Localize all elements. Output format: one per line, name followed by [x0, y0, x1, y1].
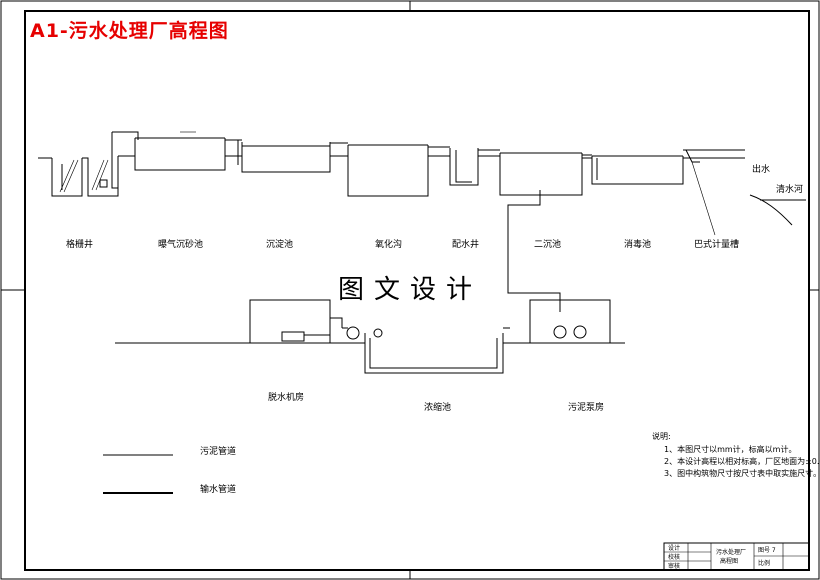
label-disinfection: 消毒池 — [624, 238, 651, 250]
label-primary-settling: 沉淀池 — [266, 238, 293, 250]
label-oxidation-ditch: 氧化沟 — [375, 238, 402, 250]
legend-water-label: 输水管道 — [200, 483, 236, 495]
titleblock-check: 校核 — [668, 553, 680, 561]
upper-ground-line — [38, 155, 745, 159]
titleblock-review: 审核 — [668, 562, 680, 570]
label-secondary-settling: 二沉池 — [534, 238, 561, 250]
dewatering-room-structure — [249, 299, 360, 343]
label-aerated-grit: 曝气沉砂池 — [158, 238, 203, 250]
outlet-structure — [683, 149, 806, 236]
label-dewatering-room: 脱水机房 — [268, 391, 304, 403]
disinfection-structure — [591, 155, 684, 185]
note-3: 3、图中构筑物尺寸按尺寸表中取实施尺寸。 — [664, 468, 820, 478]
titleblock-name: 污水处理厂 — [716, 548, 746, 556]
label-parshall-flume: 巴式计量槽 — [694, 238, 739, 250]
thickener-structure — [364, 327, 510, 374]
label-grille-well: 格栅井 — [66, 238, 93, 250]
distribution-well-structure — [449, 148, 500, 186]
drawing-title: A1-污水处理厂高程图 — [30, 20, 229, 42]
primary-settling-structure — [237, 140, 348, 173]
secondary-settling-structure — [499, 152, 592, 196]
aerated-grit-structure — [134, 131, 242, 171]
titleblock-name-2: 高程图 — [720, 557, 738, 565]
note-2: 2、本设计高程以相对标高，厂区地面为±0.00。 — [664, 456, 820, 466]
titleblock-scale: 比例 — [758, 559, 770, 567]
notes-heading: 说明: — [652, 431, 671, 441]
label-outlet: 出水 — [752, 163, 770, 175]
sludge-pump-room-structure — [529, 299, 611, 343]
titleblock-number: 图号 7 — [758, 547, 776, 554]
label-sludge-pump-room: 污泥泵房 — [568, 401, 604, 413]
note-1: 1、本图尺寸以mm计，标高以m计。 — [664, 444, 796, 454]
grille-well-structure — [51, 131, 139, 197]
label-thickener: 浓缩池 — [424, 401, 451, 413]
watermark-text: 图文设计 — [338, 275, 482, 305]
label-distribution-well: 配水井 — [452, 238, 479, 250]
title-block — [663, 542, 810, 571]
titleblock-design: 设计 — [668, 544, 680, 552]
legend-sludge-label: 污泥管道 — [200, 445, 236, 457]
sludge-return-pipe — [507, 190, 561, 312]
oxidation-ditch-structure — [347, 144, 450, 197]
label-river: 清水河 — [776, 183, 803, 195]
